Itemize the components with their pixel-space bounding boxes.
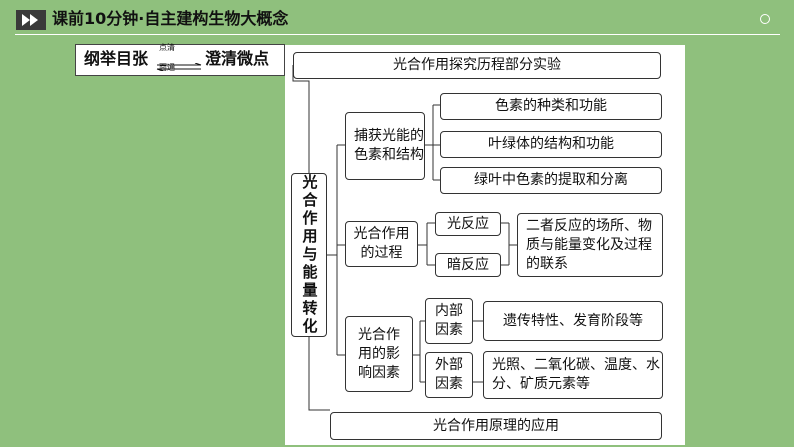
concept-map: 光合作用探究历程部分实验 光合作用与能量转化 捕获光能的色素和结构 色素的种类和… xyxy=(285,45,685,445)
section-arrow-top-text: 点清 xyxy=(159,43,175,52)
item-pigment-types: 色素的种类和功能 xyxy=(440,93,662,120)
reaction-relation-note: 二者反应的场所、物质与能量变化及过程的联系 xyxy=(517,213,663,277)
item-pigment-extraction: 绿叶中色素的提取和分离 xyxy=(440,167,662,194)
circle-icon xyxy=(760,14,770,24)
item-light-reaction: 光反应 xyxy=(435,212,501,236)
section-label-left: 纲举目张 xyxy=(84,49,149,68)
header-title: 课前10分钟·自主建构生物大概念 xyxy=(52,9,289,28)
double-arrow-icon xyxy=(155,56,203,75)
outer-factors-desc: 光照、二氧化碳、温度、水分、矿质元素等 xyxy=(483,351,663,399)
fast-forward-icon xyxy=(16,10,46,30)
section-label-box xyxy=(75,44,285,76)
root-node: 光合作用与能量转化 xyxy=(291,173,327,337)
branch-capture-light: 捕获光能的色素和结构 xyxy=(345,112,425,180)
item-dark-reaction: 暗反应 xyxy=(435,253,501,277)
bottom-node: 光合作用原理的应用 xyxy=(330,412,662,440)
item-chloroplast-structure: 叶绿体的结构和功能 xyxy=(440,131,662,158)
branch-factors: 光合作用的影响因素 xyxy=(345,316,413,392)
inner-factors: 内部因素 xyxy=(425,298,473,344)
branch-process: 光合作用的过程 xyxy=(345,221,418,267)
connector-lines xyxy=(292,65,517,411)
section-arrow-bottom-text: 面通 xyxy=(159,63,175,72)
header-bar xyxy=(15,7,780,35)
top-node: 光合作用探究历程部分实验 xyxy=(293,52,661,79)
section-label-right: 澄清微点 xyxy=(205,49,270,68)
inner-factors-desc: 遗传特性、发育阶段等 xyxy=(483,301,663,341)
outer-factors: 外部因素 xyxy=(425,352,473,398)
